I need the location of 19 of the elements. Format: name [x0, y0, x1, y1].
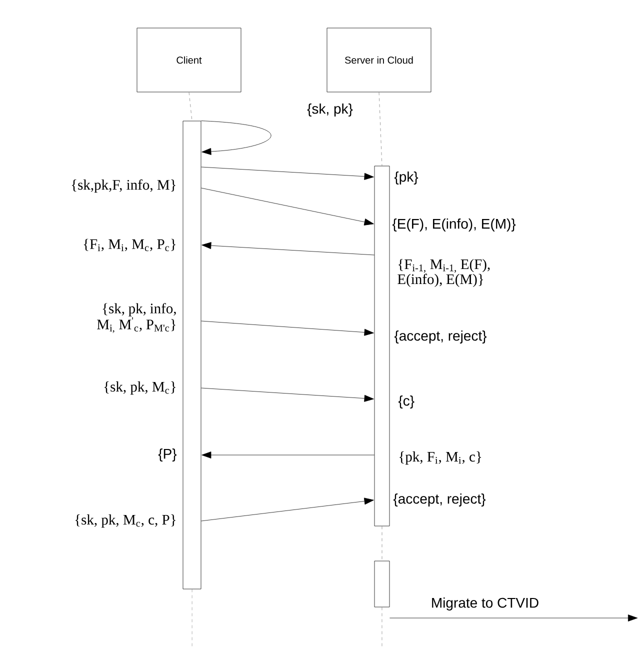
- message-arrow: [201, 188, 374, 226]
- self-message-arrow: [201, 120, 272, 155]
- edge-label: Migrate to CTVID: [430, 596, 540, 612]
- message-arrow: [201, 166, 374, 180]
- activation-bar: [374, 166, 390, 526]
- message-arrow: [201, 388, 374, 402]
- message-arrow: [201, 320, 374, 336]
- message-arrow: [202, 452, 374, 458]
- lifeline: [188, 92, 192, 121]
- lifeline: [378, 92, 382, 166]
- participant-box: Client: [136, 28, 242, 92]
- participant-box: Server in Cloud: [326, 28, 432, 92]
- edge-label: {sk, pk}: [306, 102, 354, 118]
- message-arrow: [202, 242, 374, 256]
- activation-bar: [182, 120, 202, 590]
- activation-bar: [374, 560, 390, 608]
- message-label: {pk}: [394, 171, 418, 185]
- message-arrow: [201, 498, 374, 522]
- message-arrow: [390, 614, 638, 622]
